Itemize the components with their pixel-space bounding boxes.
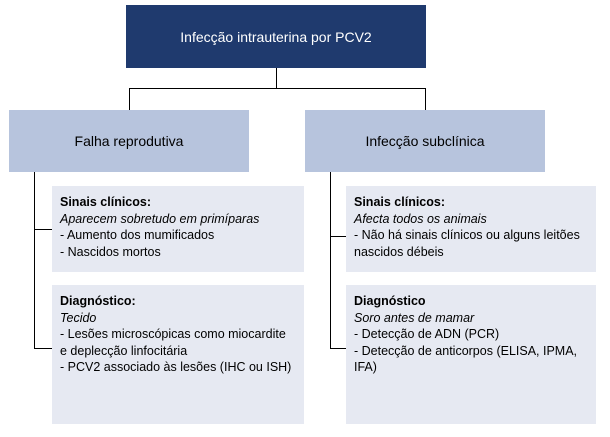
detail-item: - PCV2 associado às lesões (IHC ou ISH) bbox=[60, 360, 292, 374]
detail-box-left-sinais: Sinais clínicos: Aparecem sobretudo em p… bbox=[52, 186, 304, 272]
root-label: Infecção intrauterina por PCV2 bbox=[180, 28, 372, 45]
branch-node-infeccao-subclinica: Infecção subclínica bbox=[305, 110, 545, 172]
branch-node-falha-reprodutiva: Falha reprodutiva bbox=[9, 110, 249, 172]
connector-right-tick-1 bbox=[330, 236, 346, 237]
detail-subheading: Afecta todos os animais bbox=[354, 211, 487, 226]
detail-item: - Aumento dos mumificados bbox=[60, 228, 215, 242]
connector-right-tick-2 bbox=[330, 348, 346, 349]
connector-right-down bbox=[425, 88, 426, 110]
connector-left-down bbox=[129, 88, 130, 110]
branch-label: Infecção subclínica bbox=[365, 133, 485, 149]
detail-item: - Não há sinais clínicos ou alguns leitõ… bbox=[354, 228, 580, 259]
detail-heading: Sinais clínicos: bbox=[60, 195, 152, 209]
detail-subheading: Soro antes de mamar bbox=[354, 310, 475, 325]
connector-horizontal bbox=[129, 88, 426, 89]
detail-subheading: Tecido bbox=[60, 310, 97, 325]
connector-root-down bbox=[276, 68, 277, 89]
detail-subheading: Aparecem sobretudo em primíparas bbox=[60, 211, 260, 226]
detail-item: - Lesões microscópicas como miocardite e… bbox=[60, 327, 286, 358]
detail-box-right-diagnostico: Diagnóstico Soro antes de mamar - Detecç… bbox=[346, 285, 596, 424]
connector-left-trunk bbox=[34, 172, 35, 349]
branch-label: Falha reprodutiva bbox=[74, 133, 184, 149]
connector-left-tick-1 bbox=[34, 229, 52, 230]
root-node: Infecção intrauterina por PCV2 bbox=[126, 5, 426, 68]
detail-box-left-diagnostico: Diagnóstico: Tecido - Lesões microscópic… bbox=[52, 285, 304, 424]
detail-heading: Sinais clínicos: bbox=[354, 195, 446, 209]
detail-heading: Diagnóstico: bbox=[60, 294, 136, 308]
detail-item: - Detecção de ADN (PCR) bbox=[354, 327, 500, 341]
detail-item: - Nascidos mortos bbox=[60, 244, 161, 259]
detail-box-right-sinais: Sinais clínicos: Afecta todos os animais… bbox=[346, 186, 596, 272]
detail-item: - Detecção de anticorpos (ELISA, IPMA, I… bbox=[354, 343, 578, 375]
detail-heading: Diagnóstico bbox=[354, 294, 426, 308]
connector-right-trunk bbox=[330, 172, 331, 349]
connector-left-tick-2 bbox=[34, 348, 52, 349]
